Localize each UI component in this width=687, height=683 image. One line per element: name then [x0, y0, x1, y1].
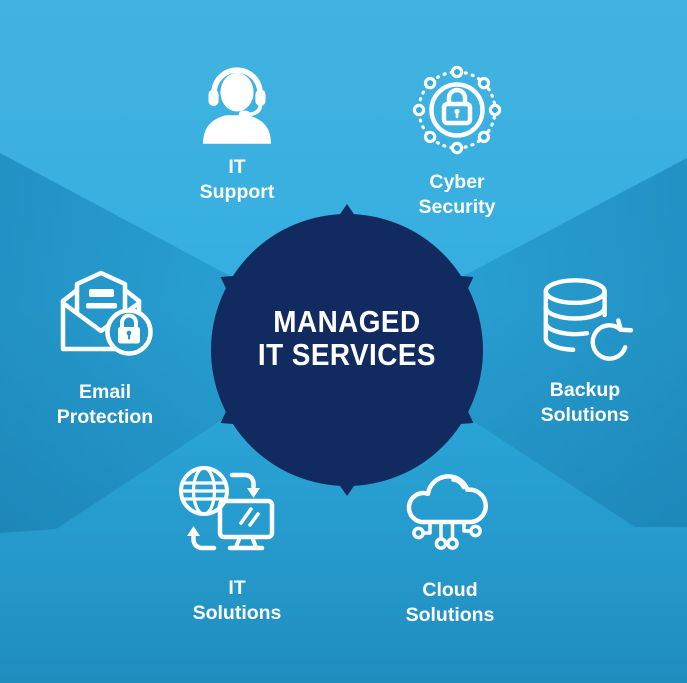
hub-title: MANAGED IT SERVICES [258, 305, 436, 371]
padlock-circuit-icon [412, 65, 502, 155]
hub-title-line2: IT SERVICES [257, 337, 437, 372]
service-label-cloud-solutions: Cloud Solutions [405, 579, 495, 626]
service-label-it-support: IT Support [199, 156, 275, 203]
envelope-lock-icon [60, 270, 153, 356]
service-label-email-protection: Email Protection [56, 381, 154, 428]
service-email-protection: Email Protection [30, 260, 180, 430]
cloud-network-icon [406, 474, 488, 550]
service-it-solutions: IT Solutions [162, 462, 312, 626]
headset-agent-icon [202, 67, 272, 144]
service-cloud-solutions: Cloud Solutions [375, 460, 525, 628]
database-refresh-icon [543, 278, 634, 361]
service-label-backup-solutions: Backup Solutions [540, 379, 630, 426]
service-label-cyber-security: Cyber Security [418, 171, 496, 218]
service-label-it-solutions: IT Solutions [192, 577, 282, 624]
globe-monitor-sync-icon [179, 466, 275, 551]
central-hub: MANAGED IT SERVICES [211, 204, 483, 496]
service-backup-solutions: Backup Solutions [510, 270, 660, 428]
service-it-support: IT Support [162, 60, 312, 205]
service-cyber-security: Cyber Security [382, 58, 532, 220]
hub-title-line1: MANAGED [273, 304, 421, 339]
